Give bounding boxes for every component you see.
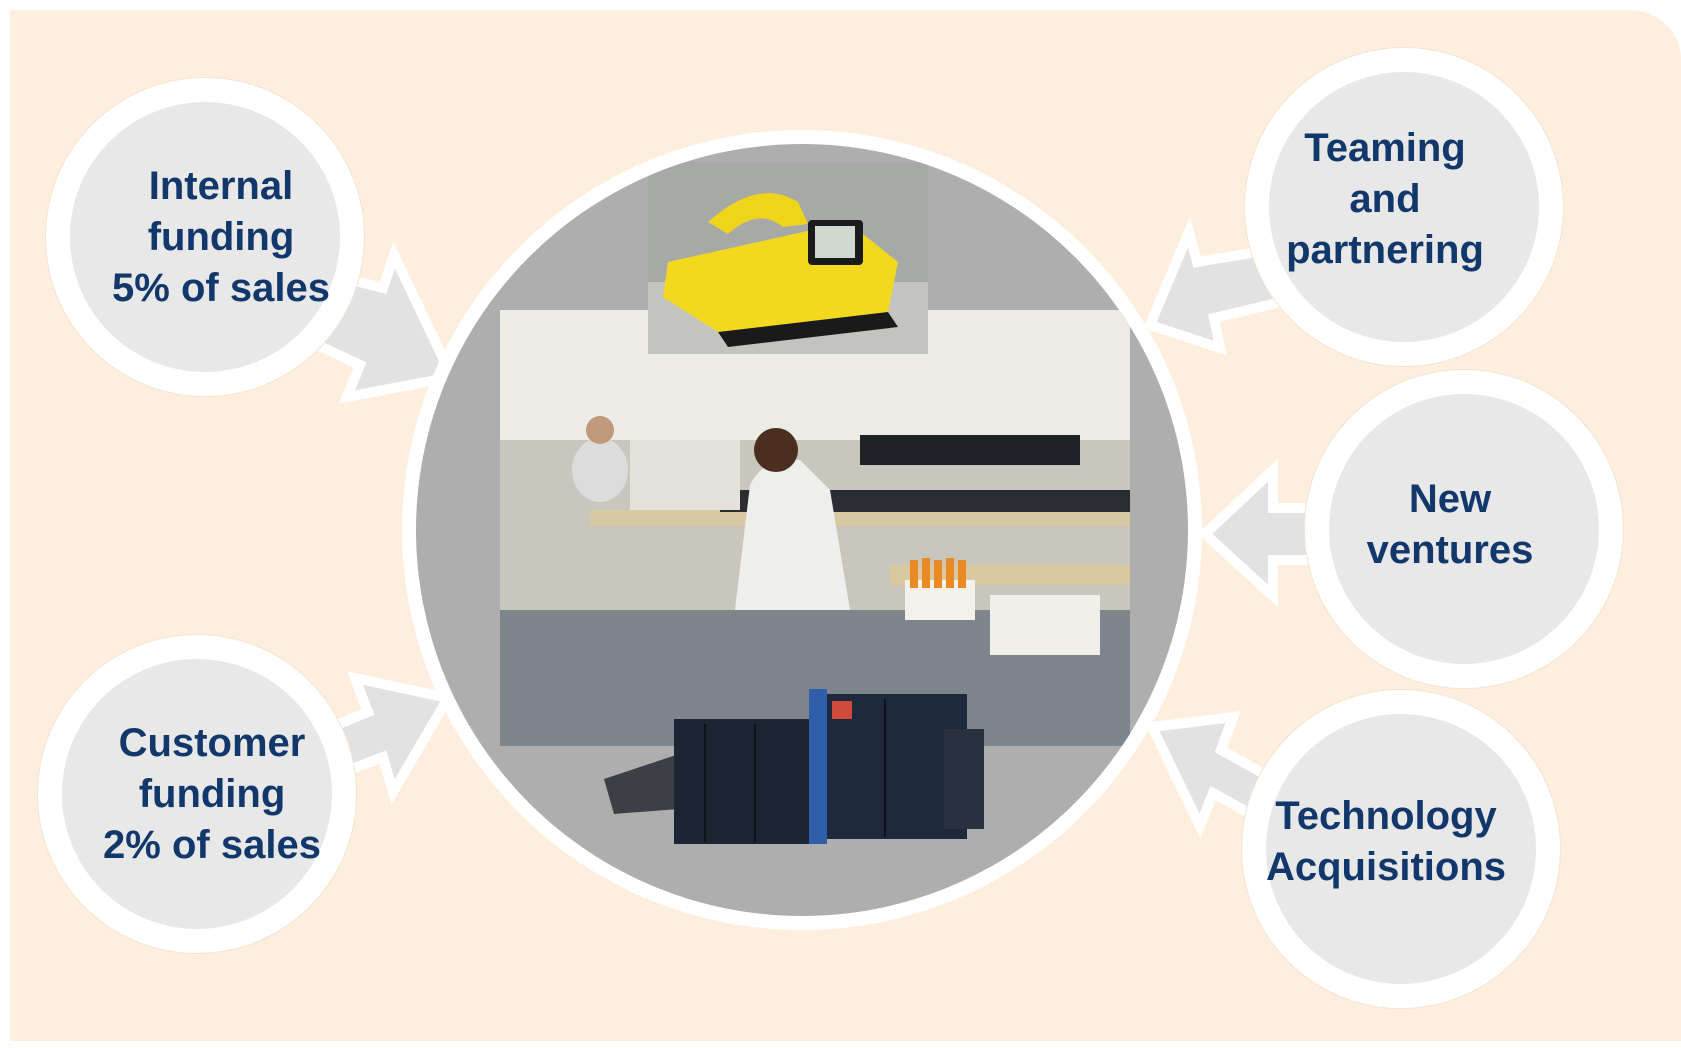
bubble-text-line: Internal	[148, 163, 294, 208]
bubble-text-line: funding	[147, 214, 295, 259]
bubble-text-line: 2% of sales	[103, 822, 321, 867]
bubble-internal-funding-label: Internal funding 5% of sales	[112, 161, 330, 314]
bubble-text-line: funding	[138, 771, 286, 816]
xray-scanner-photo	[604, 679, 984, 849]
bubble-text-line: Acquisitions	[1265, 845, 1507, 889]
bubble-technology-acquisitions: Technology Acquisitions	[1242, 690, 1560, 1008]
bubble-text-line: 5% of sales	[112, 265, 330, 310]
bubble-technology-acquisitions-label: Technology Acquisitions	[1266, 791, 1506, 893]
bubble-text-line: and	[1349, 176, 1421, 221]
center-image-circle	[402, 130, 1202, 930]
bubble-text-line: New	[1408, 477, 1492, 521]
center-image-area	[416, 144, 1188, 916]
arrow-teaming	[1143, 216, 1287, 356]
bubble-text-line: Technology	[1275, 794, 1497, 838]
bubble-text-line: ventures	[1366, 528, 1534, 572]
bubble-text-line: Teaming	[1304, 125, 1466, 170]
bubble-internal-funding: Internal funding 5% of sales	[46, 78, 364, 396]
lab-photo	[500, 310, 1130, 746]
bubble-new-ventures-label: New ventures	[1367, 474, 1534, 576]
bubble-teaming-label: Teaming and partnering	[1286, 123, 1484, 276]
bubble-teaming-and-partnering: Teaming and partnering	[1245, 48, 1563, 366]
bubble-text-line: partnering	[1286, 227, 1484, 272]
bubble-text-line: Customer	[118, 720, 306, 765]
handheld-detector-photo	[648, 162, 928, 354]
bubble-customer-funding-label: Customer funding 2% of sales	[103, 718, 321, 871]
bubble-customer-funding: Customer funding 2% of sales	[38, 635, 356, 953]
bubble-new-ventures: New ventures	[1305, 370, 1623, 688]
